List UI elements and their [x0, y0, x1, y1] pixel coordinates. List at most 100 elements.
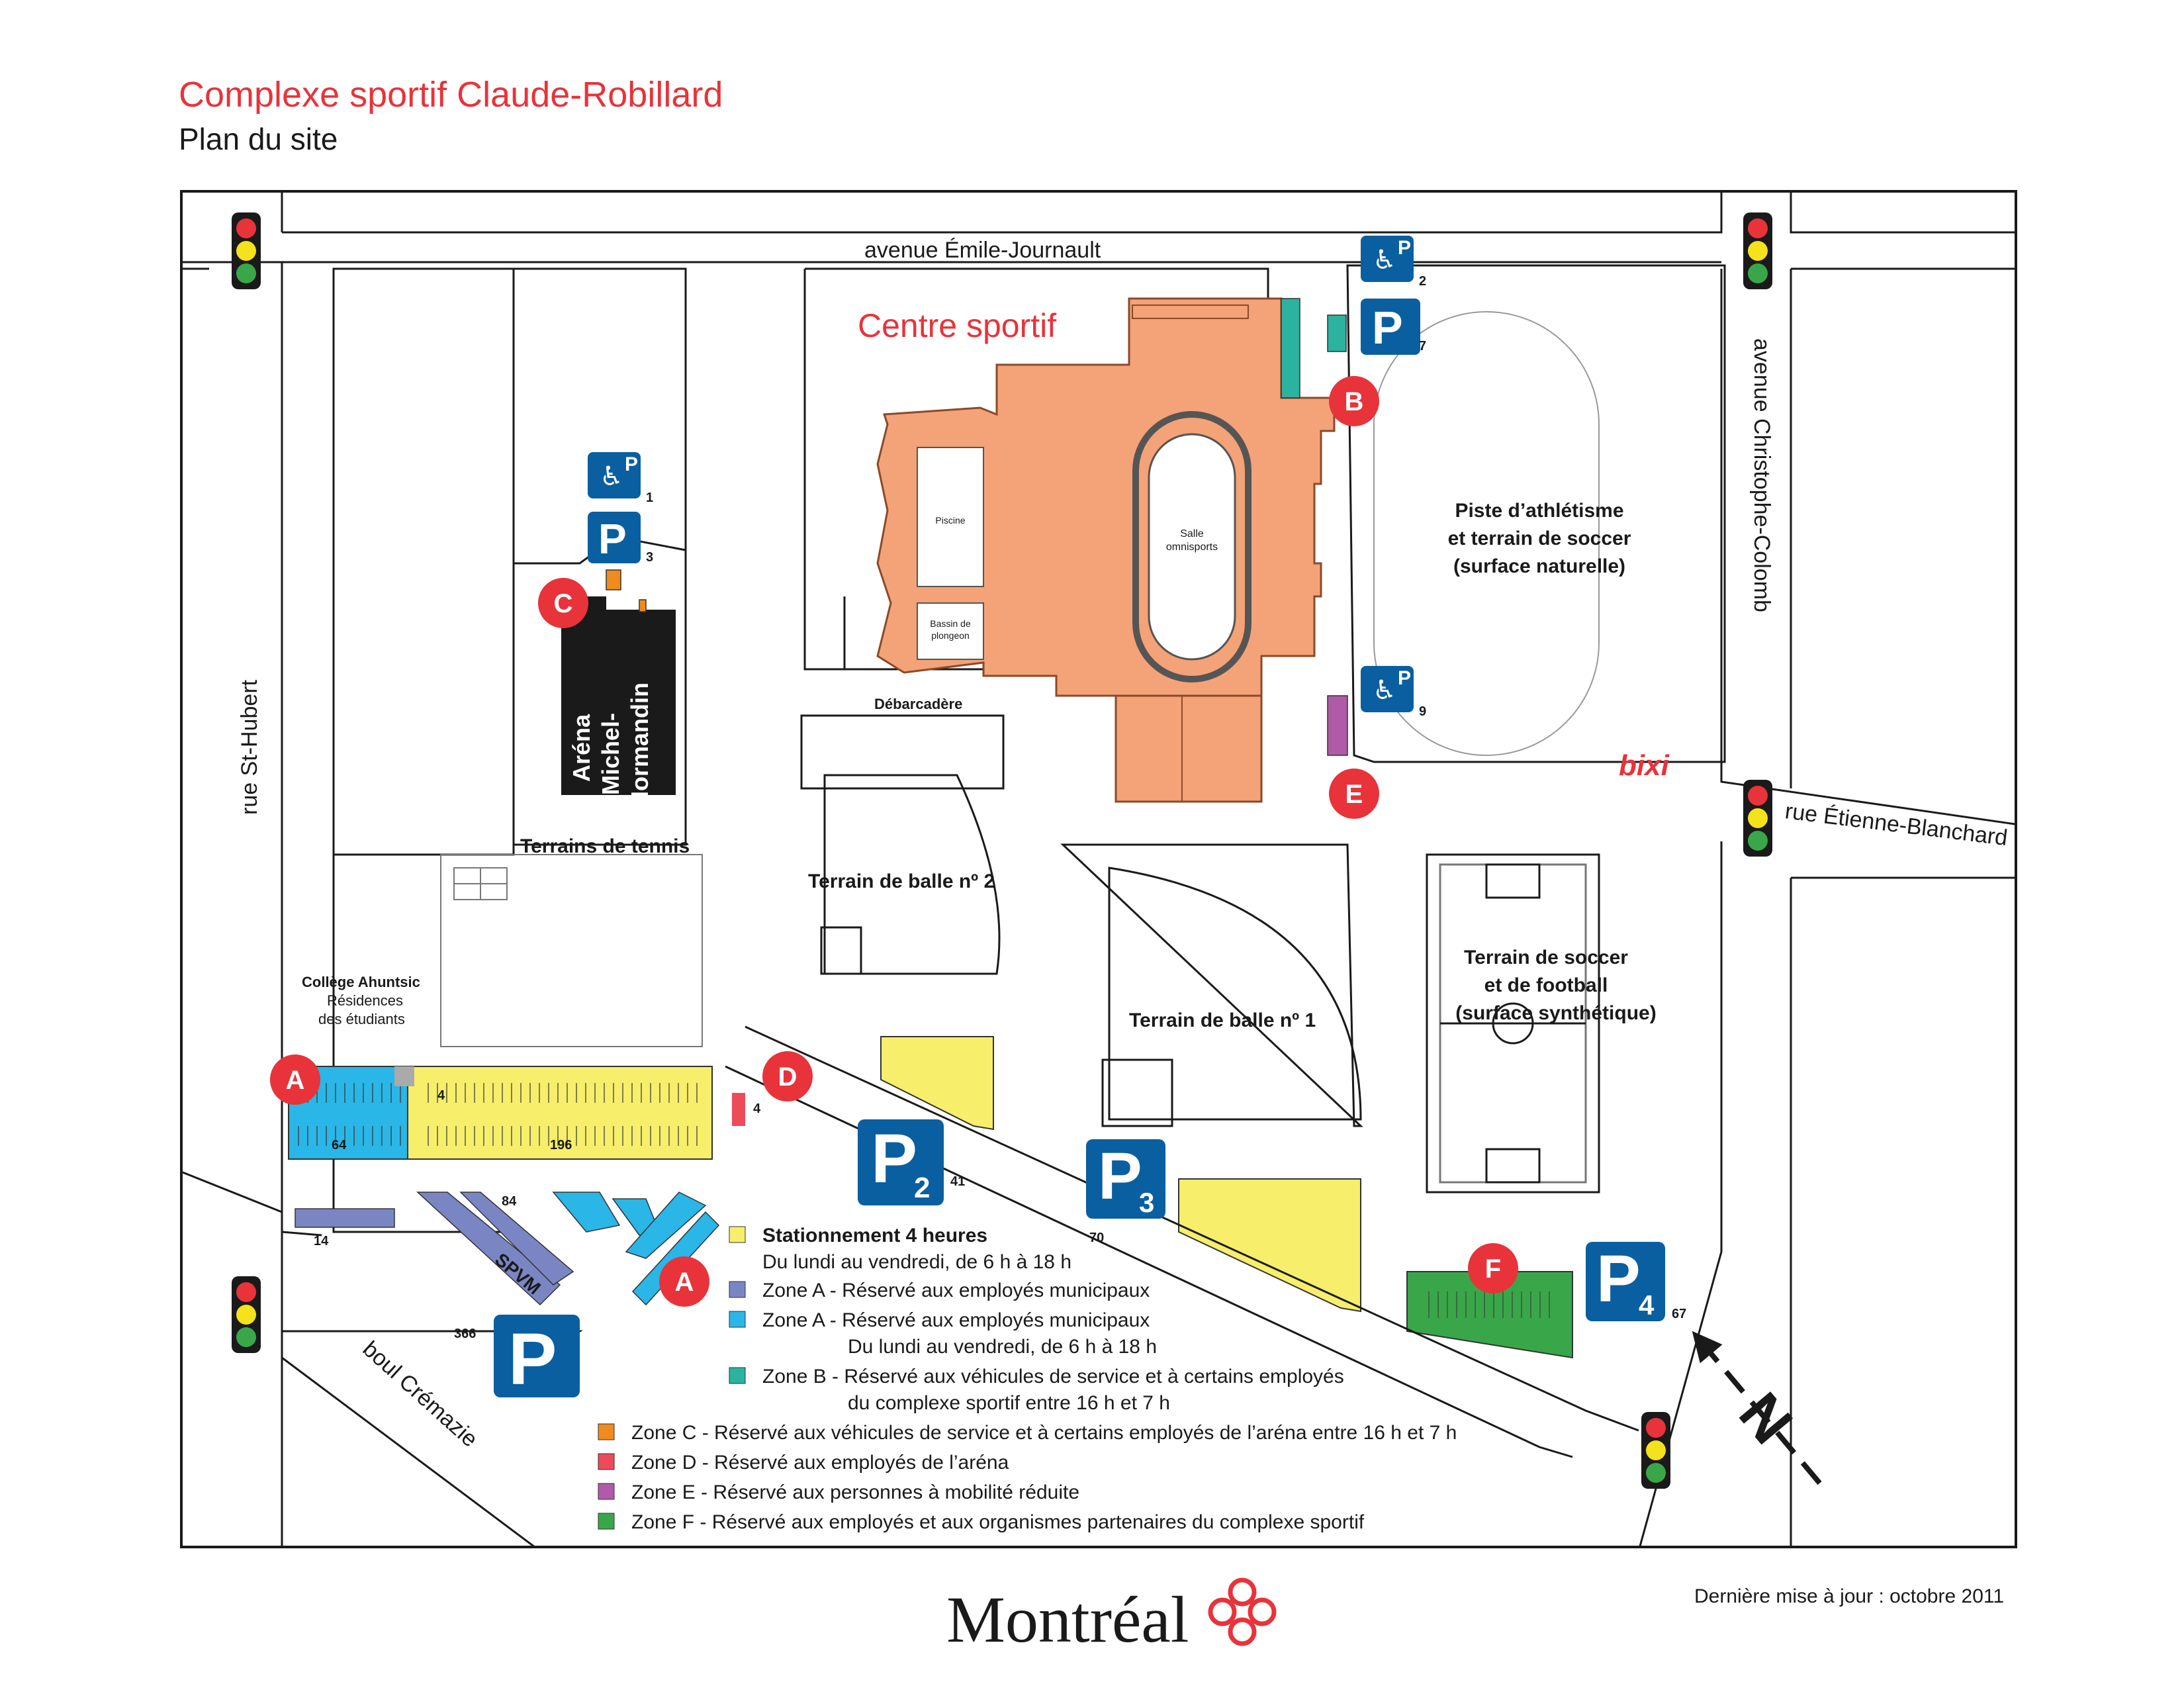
zone-marker-b: B — [1329, 376, 1379, 426]
street-south-label: boul Crémazie — [358, 1336, 482, 1452]
zone-marker-a: A — [270, 1055, 320, 1105]
centre-sportif-label: Centre sportif — [858, 307, 1056, 344]
zone-marker-e: E — [1329, 769, 1379, 819]
count-196: 196 — [550, 1138, 572, 1152]
svg-text:Du lundi au vendredi, de 6 h à: Du lundi au vendredi, de 6 h à 18 h — [762, 1251, 1071, 1273]
svg-text:Du lundi au vendredi, de 6 h à: Du lundi au vendredi, de 6 h à 18 h — [848, 1336, 1157, 1358]
count-84: 84 — [502, 1194, 517, 1209]
count-red-4: 4 — [753, 1102, 761, 1116]
debarcadere-label: Débarcadère — [874, 696, 962, 712]
svg-text:P: P — [1398, 237, 1411, 259]
street-north-label: avenue Émile-Journault — [864, 238, 1101, 263]
montreal-flower-icon — [1208, 1577, 1277, 1646]
legend: Stationnement 4 heures Du lundi au vendr… — [598, 1225, 1457, 1533]
legend-item: Zone E - Réservé aux personnes à mobilit… — [598, 1481, 1079, 1503]
wheelchair-parking-icon: ♿ P — [1361, 666, 1414, 712]
svg-text:P: P — [1372, 302, 1403, 353]
count-64: 64 — [332, 1138, 347, 1152]
count-70: 70 — [1089, 1231, 1104, 1245]
piste-label-2: et terrain de soccer — [1448, 528, 1631, 549]
street-east-label: avenue Christophe-Colomb — [1749, 338, 1774, 612]
count-14: 14 — [314, 1234, 329, 1248]
count-366: 366 — [454, 1327, 476, 1341]
count-67: 67 — [1672, 1307, 1686, 1321]
montreal-logo: Montréal — [946, 1575, 1279, 1658]
wheelchair-parking-icon: ♿ P — [1361, 236, 1414, 282]
parking-icon: P — [494, 1315, 580, 1400]
svg-text:♿: ♿ — [1373, 675, 1396, 706]
svg-text:Zone C - Réservé aux véhicule: Zone C - Réservé aux véhicules de servic… — [631, 1422, 1457, 1444]
piste-label-3: (surface naturelle) — [1453, 555, 1625, 577]
svg-text:Zone D - Réservé aux employés: Zone D - Réservé aux employés de l’aréna — [631, 1452, 1009, 1474]
parking-p4-icon: P 4 — [1586, 1242, 1665, 1321]
svg-text:Zone B - Réservé aux véhicule: Zone B - Réservé aux véhicules de servic… — [762, 1366, 1344, 1387]
legend-item: Zone C - Réservé aux véhicules de servic… — [598, 1422, 1457, 1444]
zone-marker-f: F — [1468, 1243, 1518, 1293]
svg-text:4: 4 — [1639, 1289, 1655, 1321]
svg-text:Zone A - Réservé aux employés: Zone A - Réservé aux employés municipaux — [762, 1309, 1150, 1331]
svg-text:♿: ♿ — [600, 461, 623, 492]
bixi-logo: bixi — [1619, 749, 1670, 782]
svg-text:E: E — [1345, 780, 1363, 809]
zone-marker-a2: A — [659, 1256, 709, 1307]
soccer-label-3: (surface synthétique) — [1455, 1002, 1656, 1024]
soccer-label-2: et de football — [1484, 974, 1608, 996]
legend-item: Zone A - Réservé aux employés municipaux — [729, 1280, 1150, 1301]
tennis-courts — [440, 854, 703, 1047]
boulevard-cremazie — [725, 1025, 1639, 1458]
soccer-field — [1426, 853, 1600, 1194]
zone-b-teal — [1281, 298, 1347, 399]
traffic-light-icon — [232, 1276, 261, 1353]
salle-label-1: Salle — [1180, 528, 1204, 539]
svg-text:A: A — [675, 1268, 694, 1297]
legend-item: Zone D - Réservé aux employés de l’aréna — [598, 1452, 1009, 1474]
piste-label-1: Piste d’athlétisme — [1455, 500, 1623, 522]
count-hc9: 9 — [1419, 704, 1426, 719]
last-updated: Dernière mise à jour : octobre 2011 — [1694, 1585, 2005, 1607]
count-41: 41 — [950, 1174, 965, 1189]
count-p7: 7 — [1419, 339, 1426, 353]
svg-text:D: D — [778, 1062, 797, 1092]
svg-text:F: F — [1485, 1254, 1501, 1284]
parking-icon: P — [588, 512, 641, 563]
svg-text:P: P — [1098, 1139, 1142, 1213]
legend-item: Zone B - Réservé aux véhicules de servic… — [729, 1366, 1344, 1414]
zone-f-green — [1406, 1271, 1573, 1359]
parking-icon: P — [1361, 299, 1420, 355]
count-p3: 3 — [646, 550, 653, 565]
svg-text:Michel-: Michel- — [597, 713, 624, 795]
svg-text:Zone A - Réservé aux employés: Zone A - Réservé aux employés municipaux — [762, 1280, 1150, 1301]
svg-text:N: N — [1726, 1381, 1804, 1456]
svg-text:P: P — [1398, 667, 1411, 689]
page-title: Complexe sportif Claude-Robillard — [179, 75, 723, 115]
svg-text:2: 2 — [914, 1172, 930, 1204]
parking-p3-icon: P 3 — [1086, 1139, 1165, 1219]
ball-fields — [820, 774, 1363, 1127]
zone-c-orange — [606, 569, 647, 612]
soccer-label-1: Terrain de soccer — [1464, 947, 1628, 968]
zone-marker-d: D — [762, 1051, 813, 1102]
street-west-label: rue St-Hubert — [237, 679, 262, 815]
bassin-label-1: Bassin de — [930, 618, 971, 629]
svg-text:P: P — [598, 515, 627, 563]
parking-p2-icon: P 2 — [858, 1119, 944, 1205]
parking-lot-main — [288, 1066, 745, 1160]
traffic-light-icon — [1641, 1412, 1670, 1489]
legend-item: Stationnement 4 heures Du lundi au vendr… — [729, 1225, 1071, 1273]
legend-item: Zone A - Réservé aux employés municipaux… — [729, 1309, 1157, 1358]
piscine-label: Piscine — [935, 515, 965, 526]
yellow-lots — [880, 1036, 1361, 1313]
traffic-light-icon — [232, 212, 261, 289]
count-hc1: 1 — [646, 491, 653, 505]
page-subtitle: Plan du site — [179, 122, 338, 156]
city-blocks — [281, 267, 1269, 1233]
north-arrow-icon: N — [1692, 1331, 1822, 1485]
traffic-light-icon — [1743, 212, 1772, 289]
zone-a-blue — [295, 1192, 574, 1306]
bassin-label-2: plongeon — [931, 630, 970, 641]
svg-text:3: 3 — [1139, 1187, 1154, 1218]
svg-text:Stationnement 4 heures: Stationnement 4 heures — [762, 1225, 987, 1246]
college-label-2: Résidences — [327, 992, 403, 1009]
count-4: 4 — [437, 1088, 445, 1103]
zone-e-purple — [1327, 695, 1348, 756]
